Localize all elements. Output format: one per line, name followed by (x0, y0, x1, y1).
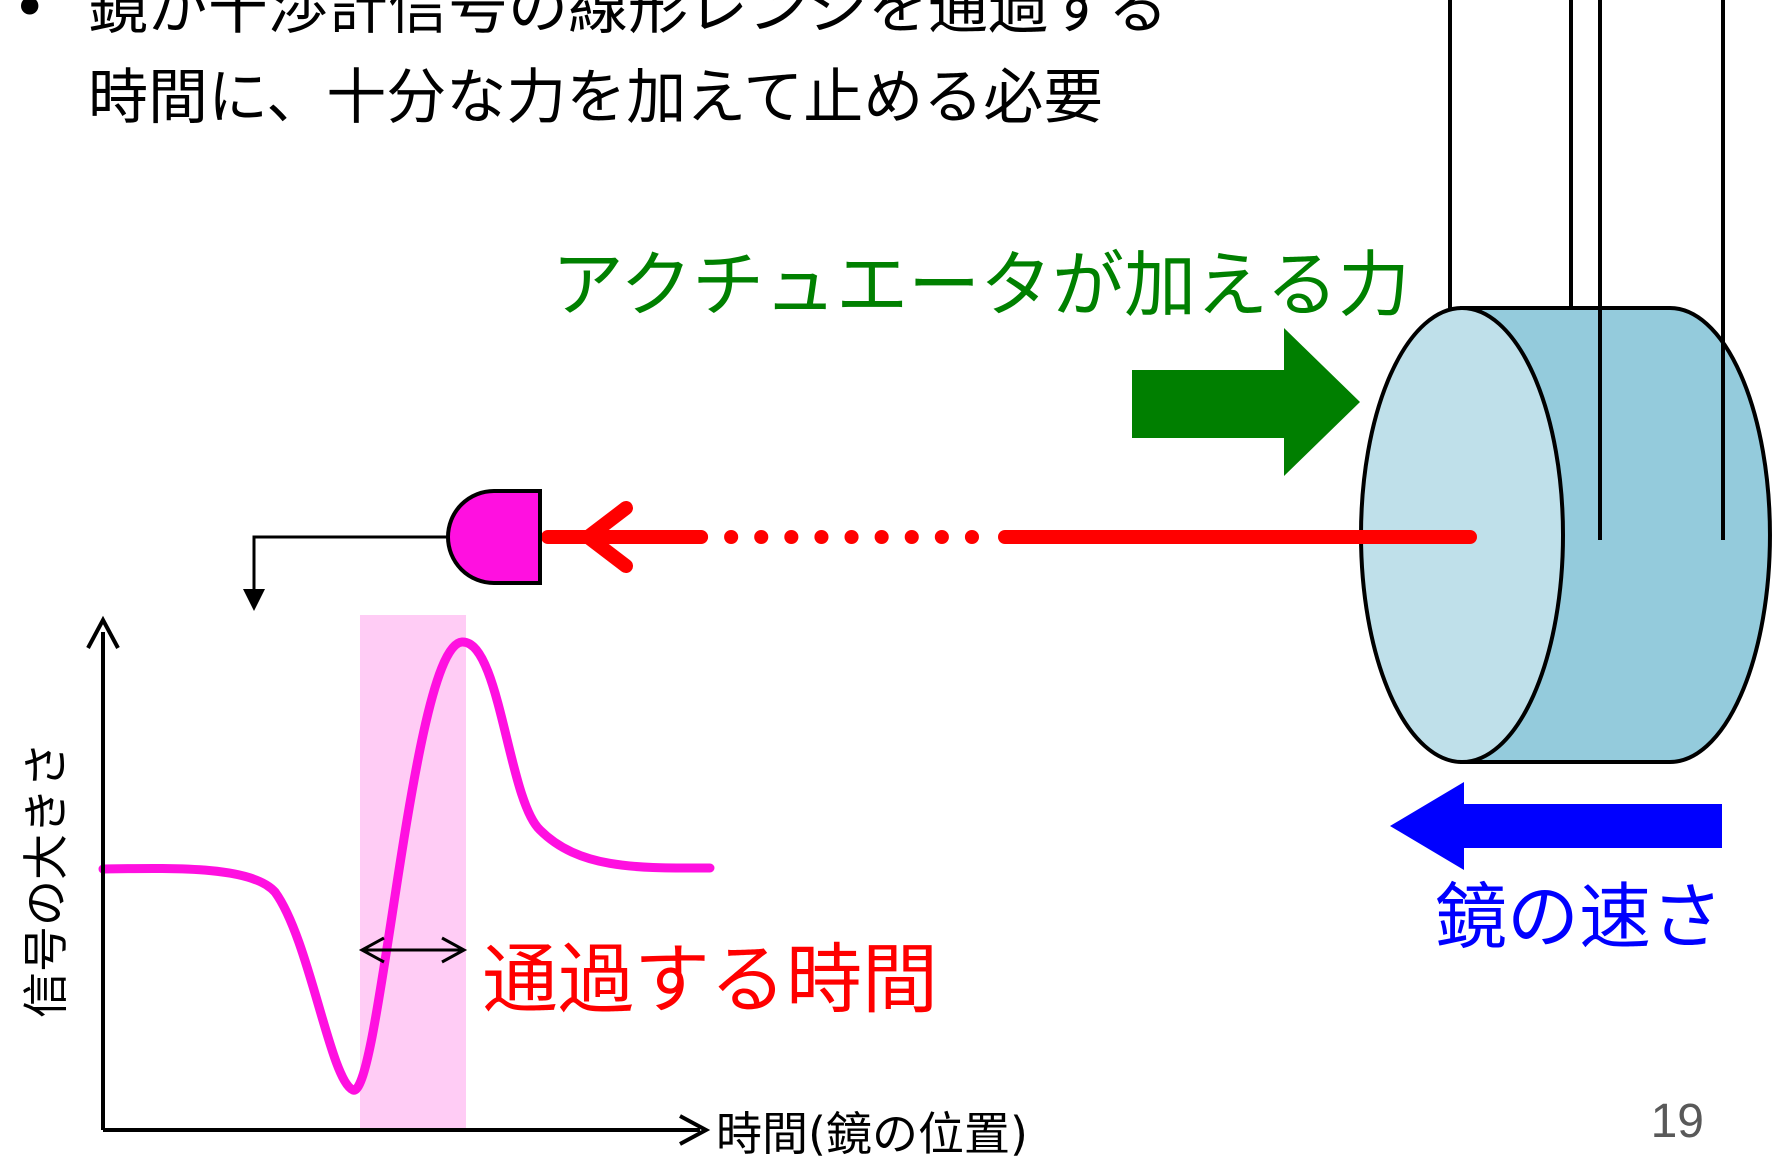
signal-plot: 通過する時間 信号の大きさ 時間(鏡の位置) (19, 615, 1028, 1161)
signal-curve (98, 637, 715, 1095)
force-arrow (1132, 328, 1360, 476)
bullet-text-line-2: 時間に、十分な力を加えて止める必要 (88, 63, 1103, 133)
mirror-speed-label: 鏡の速さ (1435, 875, 1723, 959)
laser-beam (541, 501, 1477, 573)
x-axis-arrowhead (679, 1114, 711, 1146)
page-number: 19 (1651, 1095, 1704, 1148)
photodetector-icon (446, 489, 542, 585)
bullet-point: • 鏡が干渉計信号の線形レンジを通過する 時間に、十分な力を加えて止める必要 (12, 0, 1168, 133)
signal-wire (243, 535, 448, 611)
y-axis-arrowhead (86, 615, 120, 649)
x-axis-label: 時間(鏡の位置) (716, 1107, 1028, 1161)
bullet-marker: • (12, 0, 47, 43)
transit-time-label: 通過する時間 (482, 935, 938, 1024)
bullet-text-line-1: 鏡が干渉計信号の線形レンジを通過する (88, 0, 1168, 43)
actuator-force-label: アクチュエータが加える力 (552, 243, 1410, 327)
signal-wire-arrowhead (243, 589, 265, 611)
transit-time-arrow-left-head (358, 936, 385, 964)
laser-beam-arrowhead (581, 501, 633, 573)
y-axis-label: 信号の大きさ (19, 742, 73, 1018)
mirror-speed-arrow (1390, 782, 1722, 870)
transit-time-arrow-right-head (441, 936, 468, 964)
transit-time-band (360, 615, 466, 1130)
signal-wire-line (252, 535, 448, 592)
transit-time-arrow (358, 936, 468, 964)
